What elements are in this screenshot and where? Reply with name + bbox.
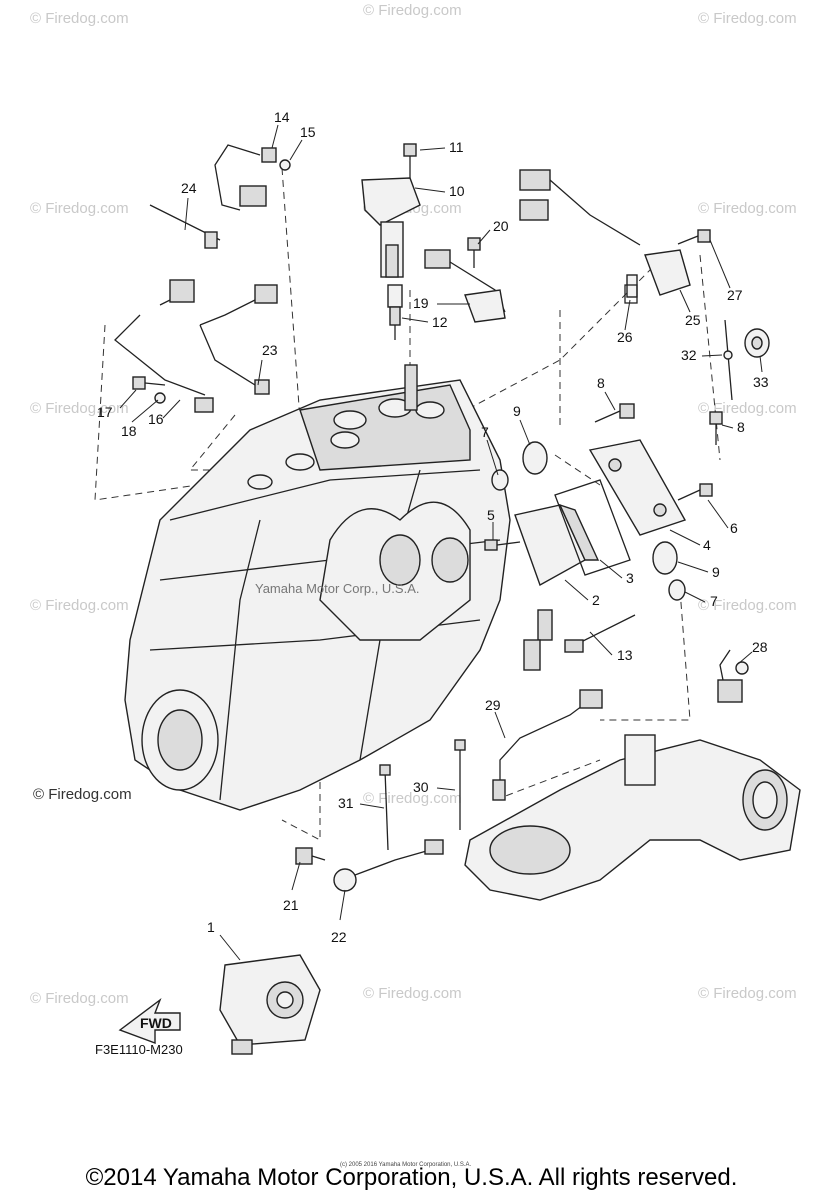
watermark-dark: © Firedog.com — [33, 786, 132, 803]
watermark: © Firedog.com — [698, 597, 797, 614]
callout-11: 11 — [449, 139, 464, 155]
callout-6: 6 — [730, 520, 738, 536]
pressure-switch — [295, 847, 326, 865]
watermark: © Firedog.com — [698, 200, 797, 217]
callout-9a: 9 — [513, 403, 521, 419]
callout-8a: 8 — [597, 375, 605, 391]
embedded-mark: Yamaha Motor Corp., U.S.A. — [255, 581, 420, 596]
callout-9b: 9 — [712, 564, 720, 580]
callout-23: 23 — [262, 342, 278, 358]
watermark: © Firedog.com — [698, 985, 797, 1002]
watermark: © Firedog.com — [30, 597, 129, 614]
callout-2: 2 — [592, 592, 600, 608]
callout-31: 31 — [338, 795, 354, 811]
callout-24: 24 — [181, 180, 197, 196]
watermark: © Firedog.com — [30, 990, 129, 1007]
sensor-gasket — [624, 284, 638, 304]
cable-tie — [379, 739, 466, 851]
grommet — [522, 441, 678, 575]
callout-12: 12 — [432, 314, 448, 330]
fwd-arrow-icon: FWD — [118, 997, 181, 1045]
callout-22: 22 — [331, 929, 347, 945]
callout-30: 30 — [413, 779, 429, 795]
callout-32: 32 — [681, 347, 697, 363]
rubber-cap — [744, 328, 770, 358]
callout-8b: 8 — [737, 419, 745, 435]
cam-position-sensor — [424, 249, 506, 323]
watermark: © Firedog.com — [30, 200, 129, 217]
wire-connector — [717, 649, 749, 703]
callout-14: 14 — [274, 109, 290, 125]
watermark: © Firedog.com — [30, 10, 129, 27]
watermark: © Firedog.com — [363, 985, 462, 1002]
diagram-reference-code: F3E1110-M230 — [95, 1042, 183, 1057]
watermark: © Firedog.com — [30, 400, 129, 417]
callout-18: 18 — [121, 423, 137, 439]
leader-lines — [119, 124, 763, 961]
exhaust-manifold — [464, 734, 801, 901]
callout-26: 26 — [617, 329, 633, 345]
callout-labels: 1 2 3 4 5 6 7 7 8 8 9 9 10 11 12 13 14 1… — [97, 109, 769, 945]
throttle-body — [219, 954, 321, 1055]
callout-25: 25 — [685, 312, 701, 328]
callout-19: 19 — [413, 295, 429, 311]
exhaust-temp-sensor — [492, 689, 603, 801]
engine-block — [124, 364, 511, 811]
callout-3: 3 — [626, 570, 634, 586]
callout-33: 33 — [753, 374, 769, 390]
callout-20: 20 — [493, 218, 509, 234]
callout-16: 16 — [148, 411, 164, 427]
callout-7a: 7 — [481, 424, 489, 440]
watermark: © Firedog.com — [363, 790, 462, 807]
fineprint: (c) 2005 2016 Yamaha Motor Corporation, … — [340, 1162, 472, 1168]
copyright-notice: ©2014 Yamaha Motor Corporation, U.S.A. A… — [85, 1164, 738, 1191]
spark-plug — [387, 284, 403, 340]
callout-10: 10 — [449, 183, 465, 199]
ecu-bracket — [588, 439, 687, 536]
collar — [491, 469, 686, 601]
crank-position-sensor — [519, 169, 691, 298]
fwd-label: FWD — [140, 1015, 172, 1031]
callout-21: 21 — [283, 897, 299, 913]
callout-5: 5 — [487, 507, 495, 523]
ecu-gasket — [554, 479, 631, 576]
knock-sensor — [333, 839, 444, 892]
oxygen-sensor — [214, 144, 291, 211]
callout-4: 4 — [703, 537, 711, 553]
callout-13: 13 — [617, 647, 633, 663]
watermark: © Firedog.com — [698, 10, 797, 27]
callout-28: 28 — [752, 639, 768, 655]
temperature-sensor — [523, 609, 636, 671]
callout-29: 29 — [485, 697, 501, 713]
watermark: © Firedog.com — [363, 2, 462, 19]
callout-27: 27 — [727, 287, 743, 303]
bolt — [132, 143, 723, 551]
callout-15: 15 — [300, 124, 316, 140]
callout-17: 17 — [97, 404, 113, 420]
callout-7b: 7 — [710, 593, 718, 609]
engine-control-unit — [514, 503, 600, 587]
clip — [723, 319, 733, 401]
ignition-coil — [361, 177, 421, 278]
callout-1: 1 — [207, 919, 215, 935]
sensor-lead — [114, 204, 278, 413]
